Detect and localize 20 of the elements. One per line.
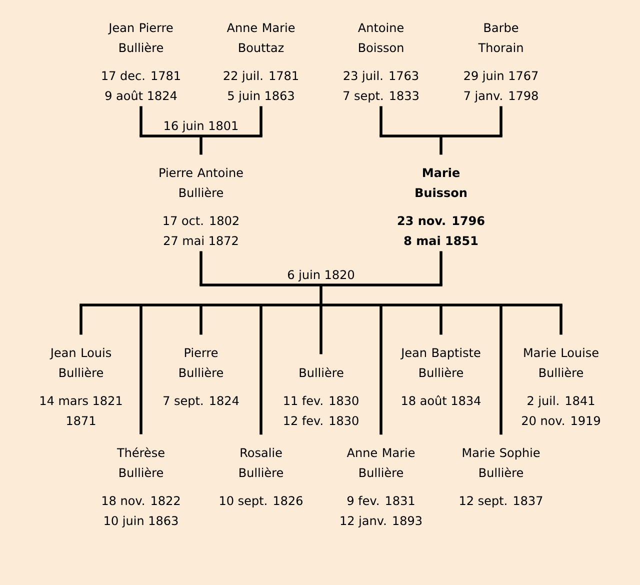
person-entry: Antoine Boisson 23 juil. 1763 7 sept. 1833 [344,22,418,102]
family-connector [80,251,562,435]
person-entry: Anne Marie Bouttaz 22 juil. 1781 5 juin 1863 [224,22,298,102]
family-connector [380,106,502,155]
person-entry: Barbe Thorain 29 juin 1767 7 janv. 1798 [464,22,538,102]
person-entry: Rosalie Bullière 10 sept. 1826 [220,448,302,508]
person-entry: Thérèse Bullière 18 nov. 1822 10 juin 1863 [102,447,180,528]
person-entry: Marie Louise Bullière 2 juil. 1841 20 nov. 1919 [522,348,600,426]
person-entry: Bullière 11 fev. 1830 12 fev. 1830 [284,367,358,426]
person-entry: Anne Marie Bullière 9 fev. 1831 12 janv. 1893 [340,448,422,528]
person-entry: Jean Pierre Bullière 17 dec. 1781 9 août 1824 [102,22,180,100]
person-entry: Jean Baptiste Bullière 18 août 1834 [400,348,481,406]
person-entry: Pierre Bullière 7 sept. 1824 [164,348,239,408]
person-entry: Marie Sophie Bullière 12 sept. 1837 [460,448,542,508]
person-entry: Jean Louis Bullière 14 mars 1821 1871 [40,348,122,426]
edge-label: 6 juin 1820 [288,270,354,282]
person-entry: Pierre Antoine Bullière 17 oct. 1802 27 mai 1872 [160,168,243,246]
family-connector [140,106,262,155]
person-entry: Marie Buisson 23 nov. 1796 8 mai 1851 [398,168,484,246]
edge-label: 16 juin 1801 [164,120,238,132]
